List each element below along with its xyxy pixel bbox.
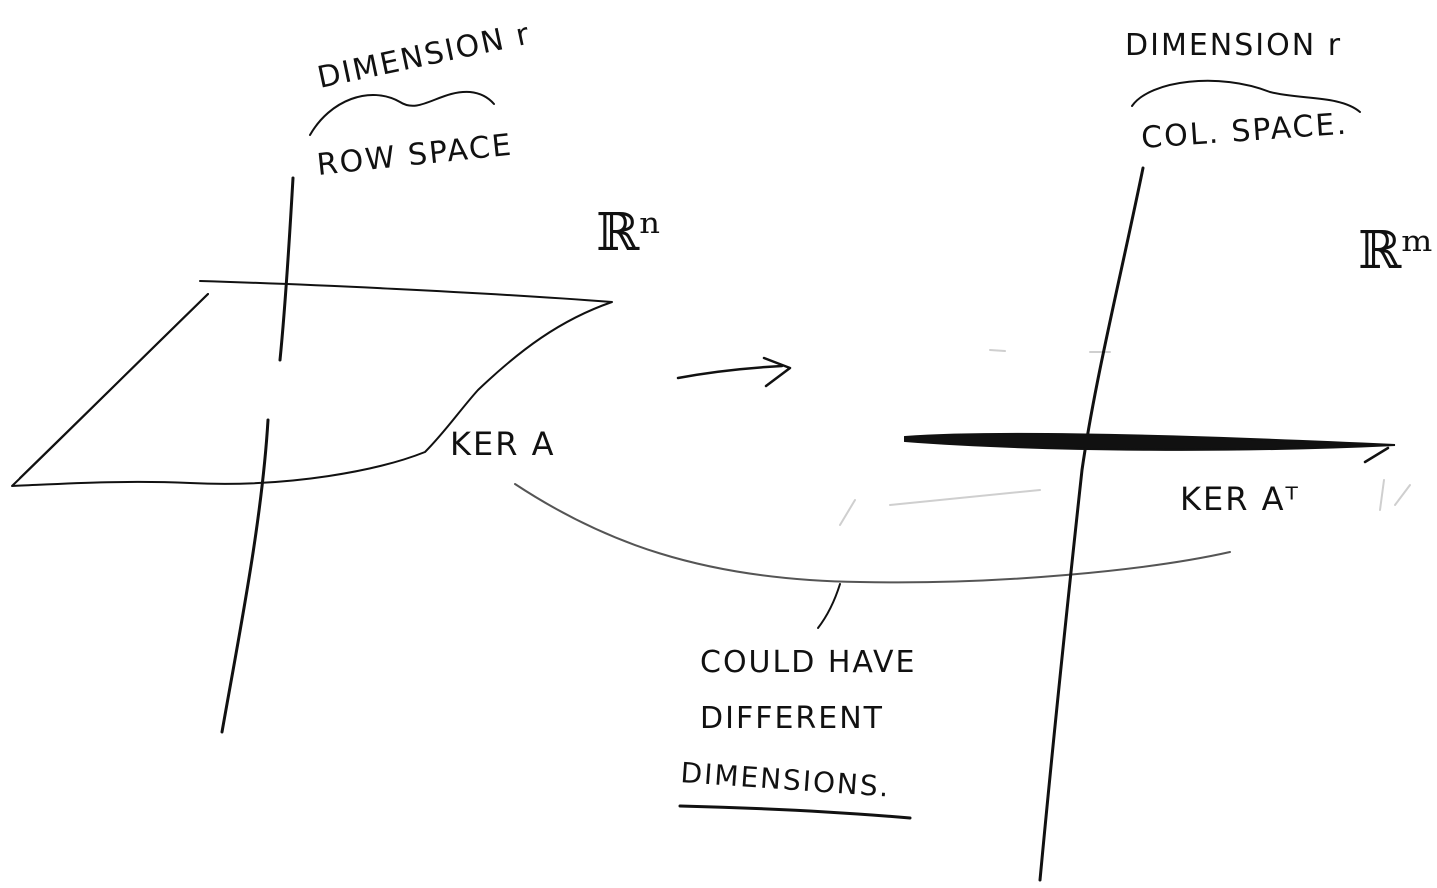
- note: COULD HAVE DIFFERENT DIMENSIONS.: [678, 645, 917, 820]
- note-line-2: DIFFERENT: [700, 701, 884, 736]
- kernel-at-label: KER Aᵀ: [1180, 480, 1300, 518]
- note-pointer: [817, 583, 841, 629]
- left-panel: DIMENSION r ROW SPACE ℝⁿ KER A: [11, 16, 662, 734]
- col-space-axis: [1038, 166, 1145, 882]
- right-dimension-label: DIMENSION r: [1125, 28, 1342, 63]
- kernel-a-label: KER A: [450, 425, 556, 463]
- left-ambient-space: ℝⁿ: [596, 203, 662, 263]
- mapping-arrow: [676, 356, 792, 388]
- left-dimension-brace: [309, 90, 495, 136]
- row-space-label: ROW SPACE: [315, 128, 514, 183]
- ghost-marks: [839, 349, 1411, 526]
- kernel-a-plane: [11, 280, 613, 487]
- right-panel: DIMENSION r COL. SPACE. ℝᵐ KER Aᵀ: [904, 28, 1433, 882]
- col-space-label: COL. SPACE.: [1140, 107, 1349, 156]
- connecting-curve: [514, 483, 1231, 584]
- kernel-a-plane-edge: [19, 293, 209, 479]
- right-ambient-space: ℝᵐ: [1358, 221, 1433, 281]
- kernel-at-tick: [1363, 446, 1390, 464]
- left-dimension-label: DIMENSION r: [314, 16, 534, 95]
- note-underline: [678, 804, 912, 820]
- note-line-3: DIMENSIONS.: [680, 756, 892, 804]
- right-dimension-brace: [1131, 79, 1361, 113]
- row-space-axis: [220, 176, 295, 734]
- note-line-1: COULD HAVE: [700, 645, 917, 680]
- kernel-at-line: [904, 432, 1396, 451]
